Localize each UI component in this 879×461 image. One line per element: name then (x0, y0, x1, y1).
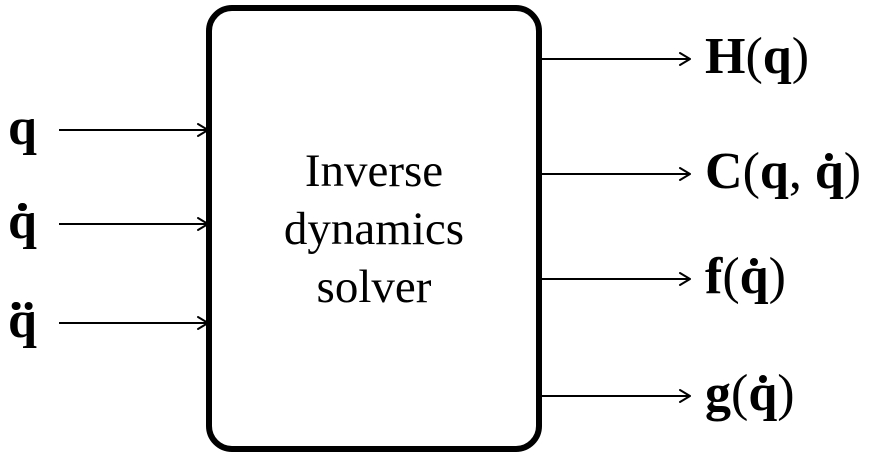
input-arrow-qddot-icon (59, 316, 209, 330)
output-label-gqdot: g(q) (705, 365, 795, 422)
output-arrow-H-icon (542, 52, 691, 66)
input-arrow-qdot-icon (59, 217, 209, 231)
input-row-qdot: q (8, 193, 212, 250)
solver-label-line-3: solver (316, 260, 432, 313)
solver-label-line-1: Inverse (304, 144, 444, 197)
output-row-f: f(q) (541, 248, 786, 305)
output-arrow-f-icon (542, 272, 691, 286)
solver-box: Inverse dynamics solver (206, 5, 542, 452)
input-row-q: q (8, 99, 212, 156)
input-row-qddot: q (8, 292, 212, 349)
input-label-q: q (8, 99, 37, 156)
output-row-H: H(q) (541, 28, 810, 85)
input-label-qdot: q (8, 193, 37, 250)
output-label-fqdot: f(q) (705, 248, 786, 305)
output-label-Cqqdot: C(q, q) (705, 143, 862, 200)
output-row-g: g(q) (541, 365, 795, 422)
output-label-Hq: H(q) (705, 28, 810, 85)
output-row-C: C(q, q) (541, 143, 862, 200)
output-arrow-C-icon (542, 167, 691, 181)
input-label-qddot: q (8, 292, 37, 349)
input-arrow-q-icon (59, 123, 209, 137)
solver-label-line-2: dynamics (283, 202, 465, 255)
output-arrow-g-icon (542, 389, 691, 403)
solver-box-label: Inverse dynamics solver (284, 142, 464, 316)
